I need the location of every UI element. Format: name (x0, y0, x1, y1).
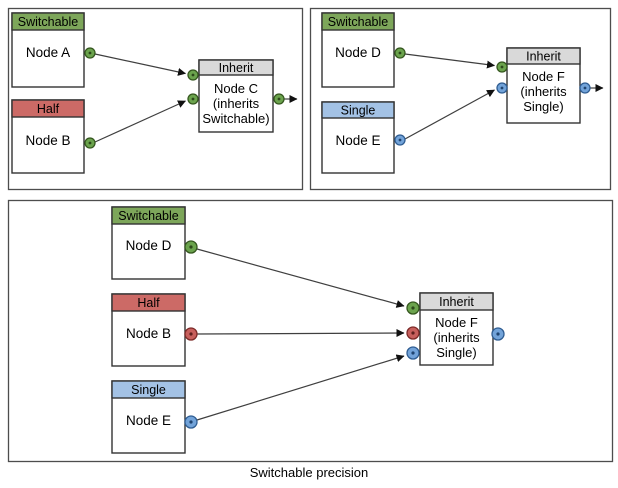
port-node-f-bottom-output (491, 327, 505, 341)
node-b-bottom-label: Node B (126, 326, 171, 341)
node-d-bottom-label: Node D (126, 238, 172, 253)
port-node-f-input-2 (496, 82, 508, 94)
node-b: Half Node B (11, 99, 85, 174)
node-a-header-bar (11, 12, 85, 31)
node-f: Inherit Node F (inherits Single) (506, 47, 581, 124)
node-e: Single Node E (321, 101, 395, 174)
node-e-label: Node E (335, 133, 380, 148)
edge-nodeE-to-nodeF-bottom (196, 354, 405, 421)
node-b-label: Node B (25, 133, 70, 148)
node-c-header-label: Inherit (219, 61, 254, 75)
node-f-bottom-label-line2: (inherits (433, 330, 480, 345)
node-e-bottom: Single Node E (111, 380, 186, 454)
port-node-f-bottom-input-3 (406, 346, 420, 360)
port-node-c-input-2 (187, 93, 199, 105)
edge-nodeE-to-nodeF (404, 89, 495, 140)
node-f-label-line3: Single) (523, 99, 563, 114)
node-c-header-bar (198, 59, 274, 76)
port-node-b-output (84, 137, 96, 149)
edge-nodeD-to-nodeF (404, 53, 495, 69)
node-f-bottom: Inherit Node F (inherits Single) (419, 292, 494, 366)
node-c-label-line3: Switchable) (202, 111, 269, 126)
node-b-bottom-header-bar (111, 293, 186, 312)
port-node-f-bottom-input-2 (406, 326, 420, 340)
node-a-label: Node A (26, 45, 70, 60)
node-d-label: Node D (335, 45, 381, 60)
edge-nodeB-to-nodeC (94, 100, 186, 143)
port-node-f-input-1 (496, 61, 508, 73)
port-node-d-bottom-output (184, 240, 198, 254)
node-d-bottom-header-bar (111, 206, 186, 225)
panel-bottom-border (7, 199, 614, 463)
node-f-label-line2: (inherits (520, 84, 567, 99)
node-f-bottom-label-line3: Single) (436, 345, 476, 360)
node-e-header-label: Single (341, 104, 376, 118)
panel-bottom: Switchable Node D Half Node B Single Nod… (7, 199, 614, 463)
port-node-e-output (394, 134, 406, 146)
panel-top-left: Switchable Node A Half Node B Inherit No… (7, 7, 304, 191)
panel-top-right: Switchable Node D Single Node E Inherit … (309, 7, 612, 191)
node-f-label-line1: Node F (522, 69, 565, 84)
node-a: Switchable Node A (11, 12, 85, 88)
port-node-d-output (394, 47, 406, 59)
node-c-label-line2: (inherits (213, 96, 260, 111)
node-f-header-label: Inherit (526, 50, 561, 64)
node-e-header-bar (321, 101, 395, 119)
port-node-a-output (84, 47, 96, 59)
node-e-bottom-header-label: Single (131, 383, 166, 397)
node-a-header-label: Switchable (18, 15, 78, 29)
node-c: Inherit Node C (inherits Switchable) (198, 59, 274, 133)
node-b-bottom: Half Node B (111, 293, 186, 367)
node-d-header-label: Switchable (328, 15, 388, 29)
node-f-bottom-header-bar (419, 292, 494, 311)
edge-nodeD-to-nodeF-bottom (196, 248, 405, 308)
node-e-bottom-label: Node E (126, 413, 171, 428)
port-node-e-bottom-output (184, 415, 198, 429)
edge-nodeB-to-nodeF-bottom (196, 329, 405, 338)
node-b-header-label: Half (37, 102, 60, 116)
node-f-header-bar (506, 47, 581, 65)
node-f-bottom-header-label: Inherit (439, 295, 474, 309)
node-f-bottom-label-line1: Node F (435, 315, 478, 330)
node-b-bottom-header-label: Half (137, 296, 160, 310)
port-node-f-output (579, 82, 591, 94)
figure-caption: Switchable precision (250, 465, 369, 480)
node-b-header-bar (11, 99, 85, 118)
node-d-bottom: Switchable Node D (111, 206, 186, 280)
port-node-c-input-1 (187, 69, 199, 81)
node-c-label-line1: Node C (214, 81, 258, 96)
node-e-bottom-header-bar (111, 380, 186, 399)
port-node-f-bottom-input-1 (406, 301, 420, 315)
node-d-bottom-header-label: Switchable (118, 209, 178, 223)
port-node-c-output (273, 93, 285, 105)
node-d: Switchable Node D (321, 12, 395, 88)
port-node-b-bottom-output (184, 327, 198, 341)
node-d-header-bar (321, 12, 395, 31)
edge-nodeA-to-nodeC (94, 53, 186, 76)
